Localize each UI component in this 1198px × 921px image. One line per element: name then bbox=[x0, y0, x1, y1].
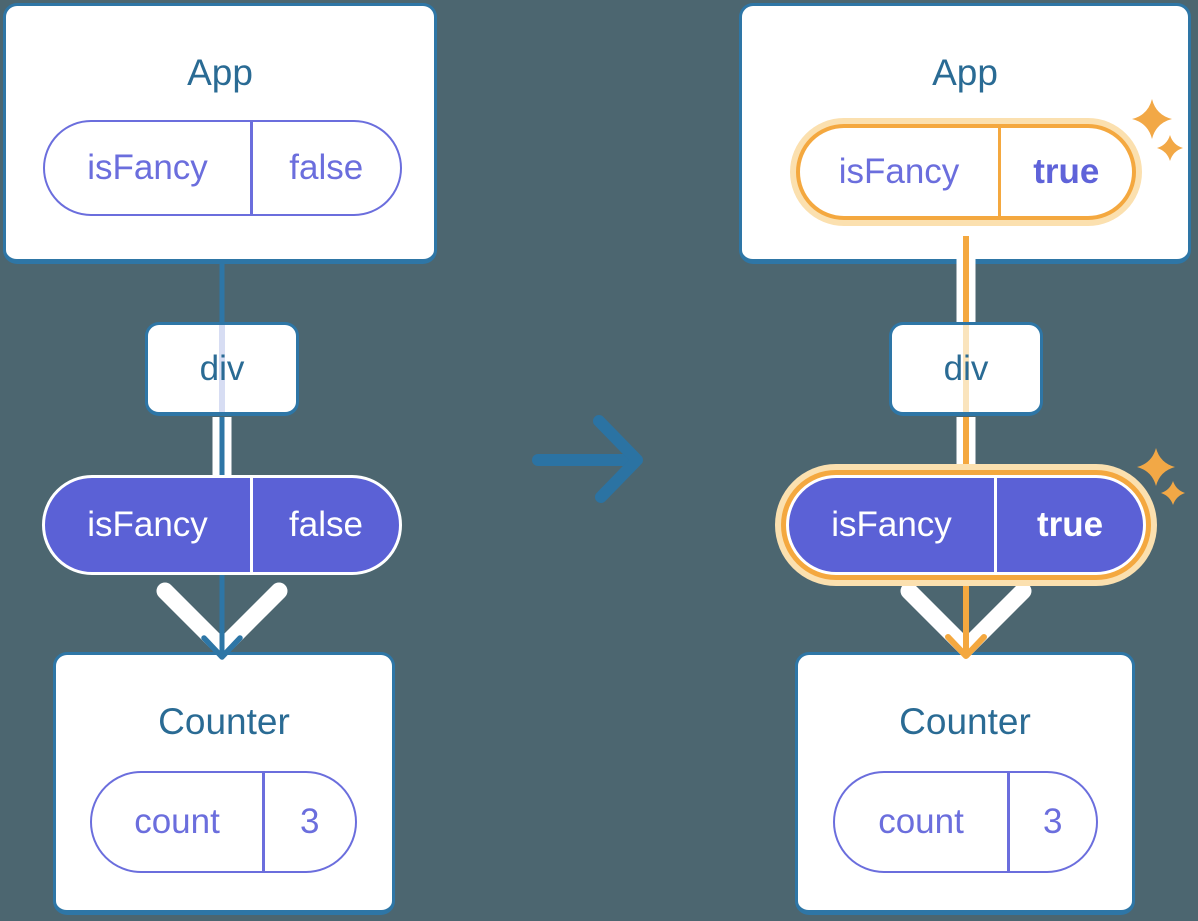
component-title: App bbox=[932, 52, 998, 93]
sparkle-icon bbox=[1161, 481, 1185, 505]
right-passed-prop-pill-highlighted: isFancy true bbox=[786, 475, 1146, 575]
right-app-prop-pill-highlighted: isFancy true bbox=[796, 124, 1136, 220]
component-title: Counter bbox=[158, 701, 290, 742]
white-chevron-icon bbox=[900, 582, 1032, 657]
pill-divider bbox=[250, 122, 253, 214]
pill-divider bbox=[250, 478, 253, 572]
state-key: count bbox=[134, 802, 220, 841]
right-div-node: div bbox=[889, 322, 1043, 416]
prop-key: isFancy bbox=[838, 152, 960, 191]
right-counter-state-pill: count 3 bbox=[833, 771, 1098, 873]
left-counter-state-pill: count 3 bbox=[90, 771, 357, 873]
pill-divider bbox=[994, 478, 997, 572]
node-label: div bbox=[199, 348, 245, 388]
component-title: App bbox=[187, 52, 253, 93]
sparkles-passed-prop-pill bbox=[1137, 448, 1185, 505]
right-tree-edges bbox=[900, 236, 1032, 659]
prop-key: isFancy bbox=[87, 148, 208, 187]
left-app-card: App isFancy false bbox=[3, 3, 437, 264]
prop-value: false bbox=[289, 148, 364, 187]
prop-value: true bbox=[1036, 505, 1104, 544]
state-value: 3 bbox=[1043, 802, 1063, 841]
state-key: count bbox=[878, 802, 964, 841]
pill-divider bbox=[998, 128, 1001, 216]
prop-value: false bbox=[289, 505, 363, 544]
left-passed-prop-pill: isFancy false bbox=[42, 475, 402, 575]
transition-arrow bbox=[532, 415, 643, 503]
right-app-card: App isFancy true bbox=[739, 3, 1191, 264]
prop-pass-through-line bbox=[963, 325, 969, 412]
prop-key: isFancy bbox=[87, 505, 208, 544]
white-chevron-icon bbox=[156, 582, 288, 657]
left-counter-card: Counter count 3 bbox=[53, 652, 395, 915]
left-app-prop-pill: isFancy false bbox=[43, 120, 402, 216]
state-value: 3 bbox=[300, 802, 320, 841]
node-label: div bbox=[943, 348, 989, 388]
prop-value: true bbox=[1033, 152, 1100, 191]
component-title: Counter bbox=[899, 701, 1031, 742]
right-arrow-icon bbox=[593, 415, 643, 503]
pill-divider bbox=[262, 773, 265, 871]
right-counter-card: Counter count 3 bbox=[795, 652, 1135, 915]
left-div-node: div bbox=[145, 322, 299, 416]
prop-key: isFancy bbox=[831, 505, 952, 544]
prop-pass-through-line bbox=[219, 325, 225, 412]
pill-divider bbox=[1007, 773, 1010, 871]
